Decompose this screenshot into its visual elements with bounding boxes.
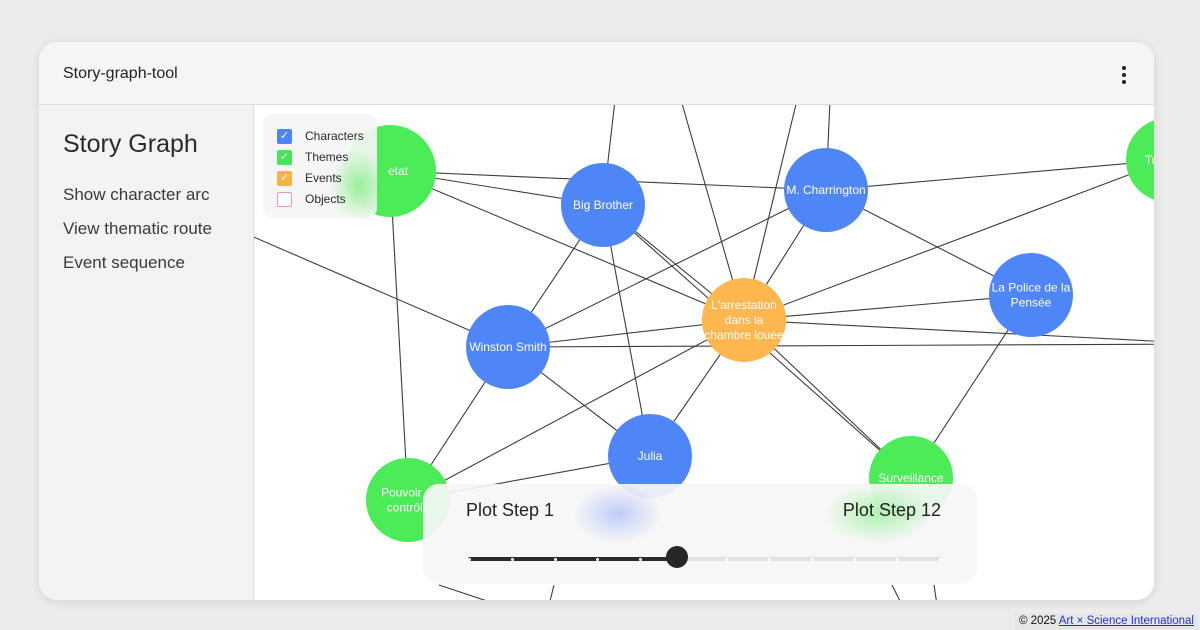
node-label: Pouvoir et <box>381 486 436 500</box>
graph-edge <box>743 164 1154 321</box>
node-circle <box>1126 120 1154 200</box>
node-circle <box>561 163 645 247</box>
graph-edge <box>602 204 651 457</box>
timeline-tick[interactable] <box>553 557 557 561</box>
node-circle <box>466 305 550 389</box>
legend-item-themes[interactable]: ✓ Themes <box>277 149 348 165</box>
app-title: Story-graph-tool <box>63 65 178 82</box>
legend-label: Objects <box>305 192 346 206</box>
graph-edge <box>254 236 509 348</box>
timeline-tick[interactable] <box>510 557 514 561</box>
node-label: Surveillance <box>878 471 944 485</box>
more-vert-icon[interactable] <box>1116 64 1132 86</box>
node-circle <box>702 278 786 362</box>
legend-item-events[interactable]: ✓ Events <box>277 170 342 186</box>
sidebar: Story Graph Show character arc View them… <box>39 105 254 600</box>
graph-edge <box>933 584 937 600</box>
legend-label: Themes <box>305 150 349 164</box>
timeline-slider-thumb[interactable] <box>665 546 688 568</box>
graph-node-bigbrother[interactable]: Big Brother <box>561 163 645 247</box>
node-label: dans la <box>725 313 764 327</box>
plot-timeline: Plot Step 1 Plot Step 12 <box>423 484 977 584</box>
legend-checkbox[interactable]: ✓ <box>277 149 292 165</box>
graph-node-julia[interactable]: Julia <box>608 414 692 498</box>
graph-edge <box>891 584 901 600</box>
node-label: L'arrestation <box>711 298 777 312</box>
node-label: Julia <box>638 449 663 463</box>
graph-node-charrington[interactable]: M. Charrington <box>784 148 868 232</box>
graph-edge <box>389 170 409 501</box>
timeline-tick[interactable] <box>724 557 728 561</box>
node-label: M. Charrington <box>786 183 865 197</box>
timeline-tick[interactable] <box>639 557 643 561</box>
legend: ✓ Characters ✓ Themes ✓ Events Objects <box>263 114 389 222</box>
node-label: chambre louée <box>704 328 784 342</box>
legend-checkbox[interactable]: ✓ <box>277 170 292 186</box>
legend-label: Characters <box>305 129 364 143</box>
graph-edge <box>407 319 745 501</box>
timeline-tick[interactable] <box>896 557 900 561</box>
node-label: Pensée <box>1011 296 1052 310</box>
sidebar-heading: Story Graph <box>63 130 198 158</box>
node-label: contrôle <box>387 501 430 515</box>
graph-node-winston[interactable]: Winston Smith <box>466 305 550 389</box>
graph-edge <box>743 294 1032 321</box>
node-circle <box>989 253 1073 337</box>
node-label: Winston Smith <box>469 340 546 354</box>
timeline-tick[interactable] <box>767 557 771 561</box>
sidebar-item-character-arc[interactable]: Show character arc <box>63 185 210 204</box>
timeline-start-label: Plot Step 1 <box>466 500 555 520</box>
graph-edge <box>825 160 1154 191</box>
node-label: Big Brother <box>573 198 633 212</box>
legend-label: Events <box>305 171 342 185</box>
graph-edge <box>507 343 1154 348</box>
timeline-end-label: Plot Step 12 <box>842 500 941 520</box>
legend-item-objects[interactable]: Objects <box>277 191 346 207</box>
graph-node-trahison[interactable]: Trahison <box>1126 118 1154 202</box>
timeline-tick[interactable] <box>939 557 942 561</box>
node-label: etat <box>388 164 409 178</box>
timeline-progress <box>468 557 677 561</box>
app-window: Story-graph-tool Story Graph Show charac… <box>39 42 1154 600</box>
timeline-tick[interactable] <box>468 557 471 561</box>
footer-link[interactable]: Art × Science International <box>1058 615 1194 627</box>
node-circle <box>784 148 868 232</box>
sidebar-item-event-sequence[interactable]: Event sequence <box>63 253 185 272</box>
timeline-tick[interactable] <box>596 557 600 561</box>
sidebar-item-thematic-route[interactable]: View thematic route <box>63 219 212 238</box>
graph-edge <box>438 584 486 600</box>
timeline-track[interactable] <box>468 557 942 561</box>
node-label: La Police de la <box>992 281 1071 295</box>
legend-checkbox[interactable]: ✓ <box>277 128 292 144</box>
timeline-tick[interactable] <box>853 557 857 561</box>
legend-item-characters[interactable]: ✓ Characters <box>277 128 364 144</box>
legend-checkbox[interactable] <box>277 191 292 207</box>
footer-credit: © 2025 Art × Science International <box>1014 613 1198 630</box>
graph-edge <box>743 319 1154 342</box>
graph-edge <box>549 584 555 600</box>
top-bar: Story-graph-tool <box>39 42 1154 105</box>
copyright-text: © 2025 <box>1018 615 1057 627</box>
graph-edge <box>507 189 827 348</box>
node-circle <box>608 414 692 498</box>
graph-edge <box>389 170 745 321</box>
node-label: Trahison <box>1145 153 1154 167</box>
timeline-tick[interactable] <box>810 557 814 561</box>
